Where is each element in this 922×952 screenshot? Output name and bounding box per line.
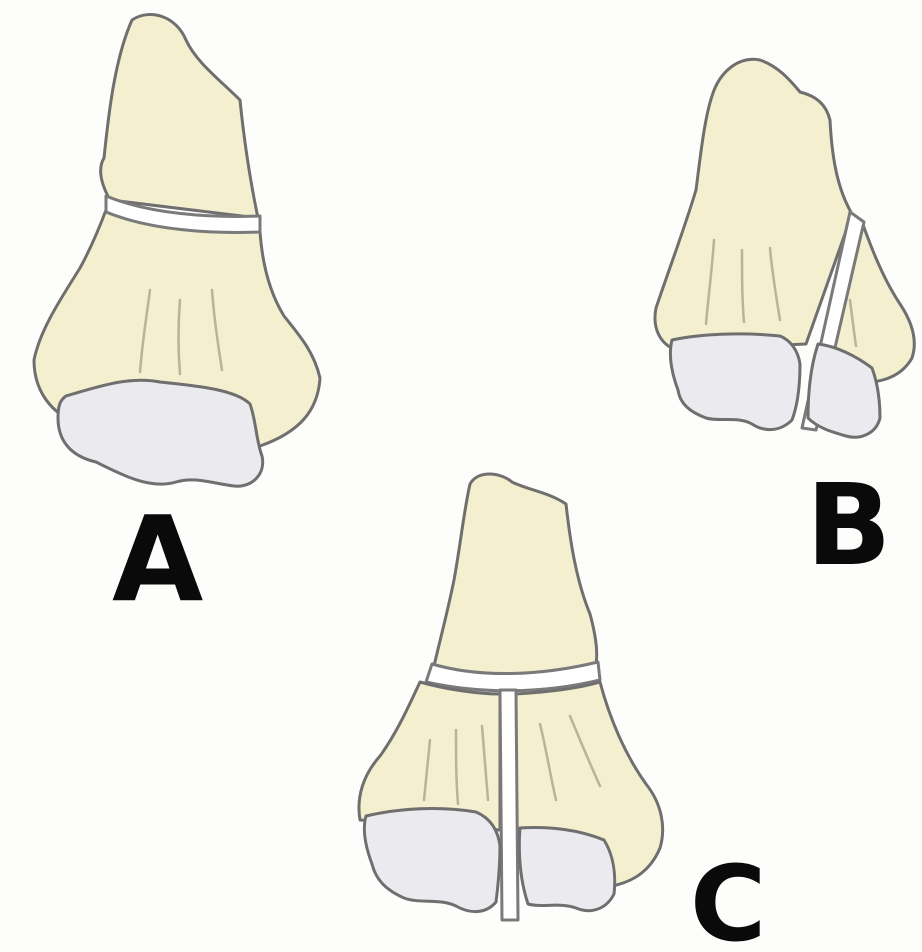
bone-c-shaft: [434, 474, 597, 675]
bone-b-epiphysis-left: [670, 334, 800, 430]
bone-c-fracture-line-vertical: [500, 690, 518, 920]
label-c: C: [690, 852, 766, 952]
label-a: A: [112, 500, 203, 618]
bone-c-epiphysis-left: [364, 809, 500, 912]
bone-b: [655, 59, 914, 437]
label-b: B: [806, 470, 891, 582]
bone-a-shaft: [101, 14, 258, 218]
bone-c: [359, 474, 663, 920]
bone-a-epiphysis: [58, 380, 263, 486]
bone-b-shaft: [655, 59, 852, 350]
bone-c-epiphysis-right: [519, 828, 614, 911]
bone-a: [34, 14, 320, 486]
